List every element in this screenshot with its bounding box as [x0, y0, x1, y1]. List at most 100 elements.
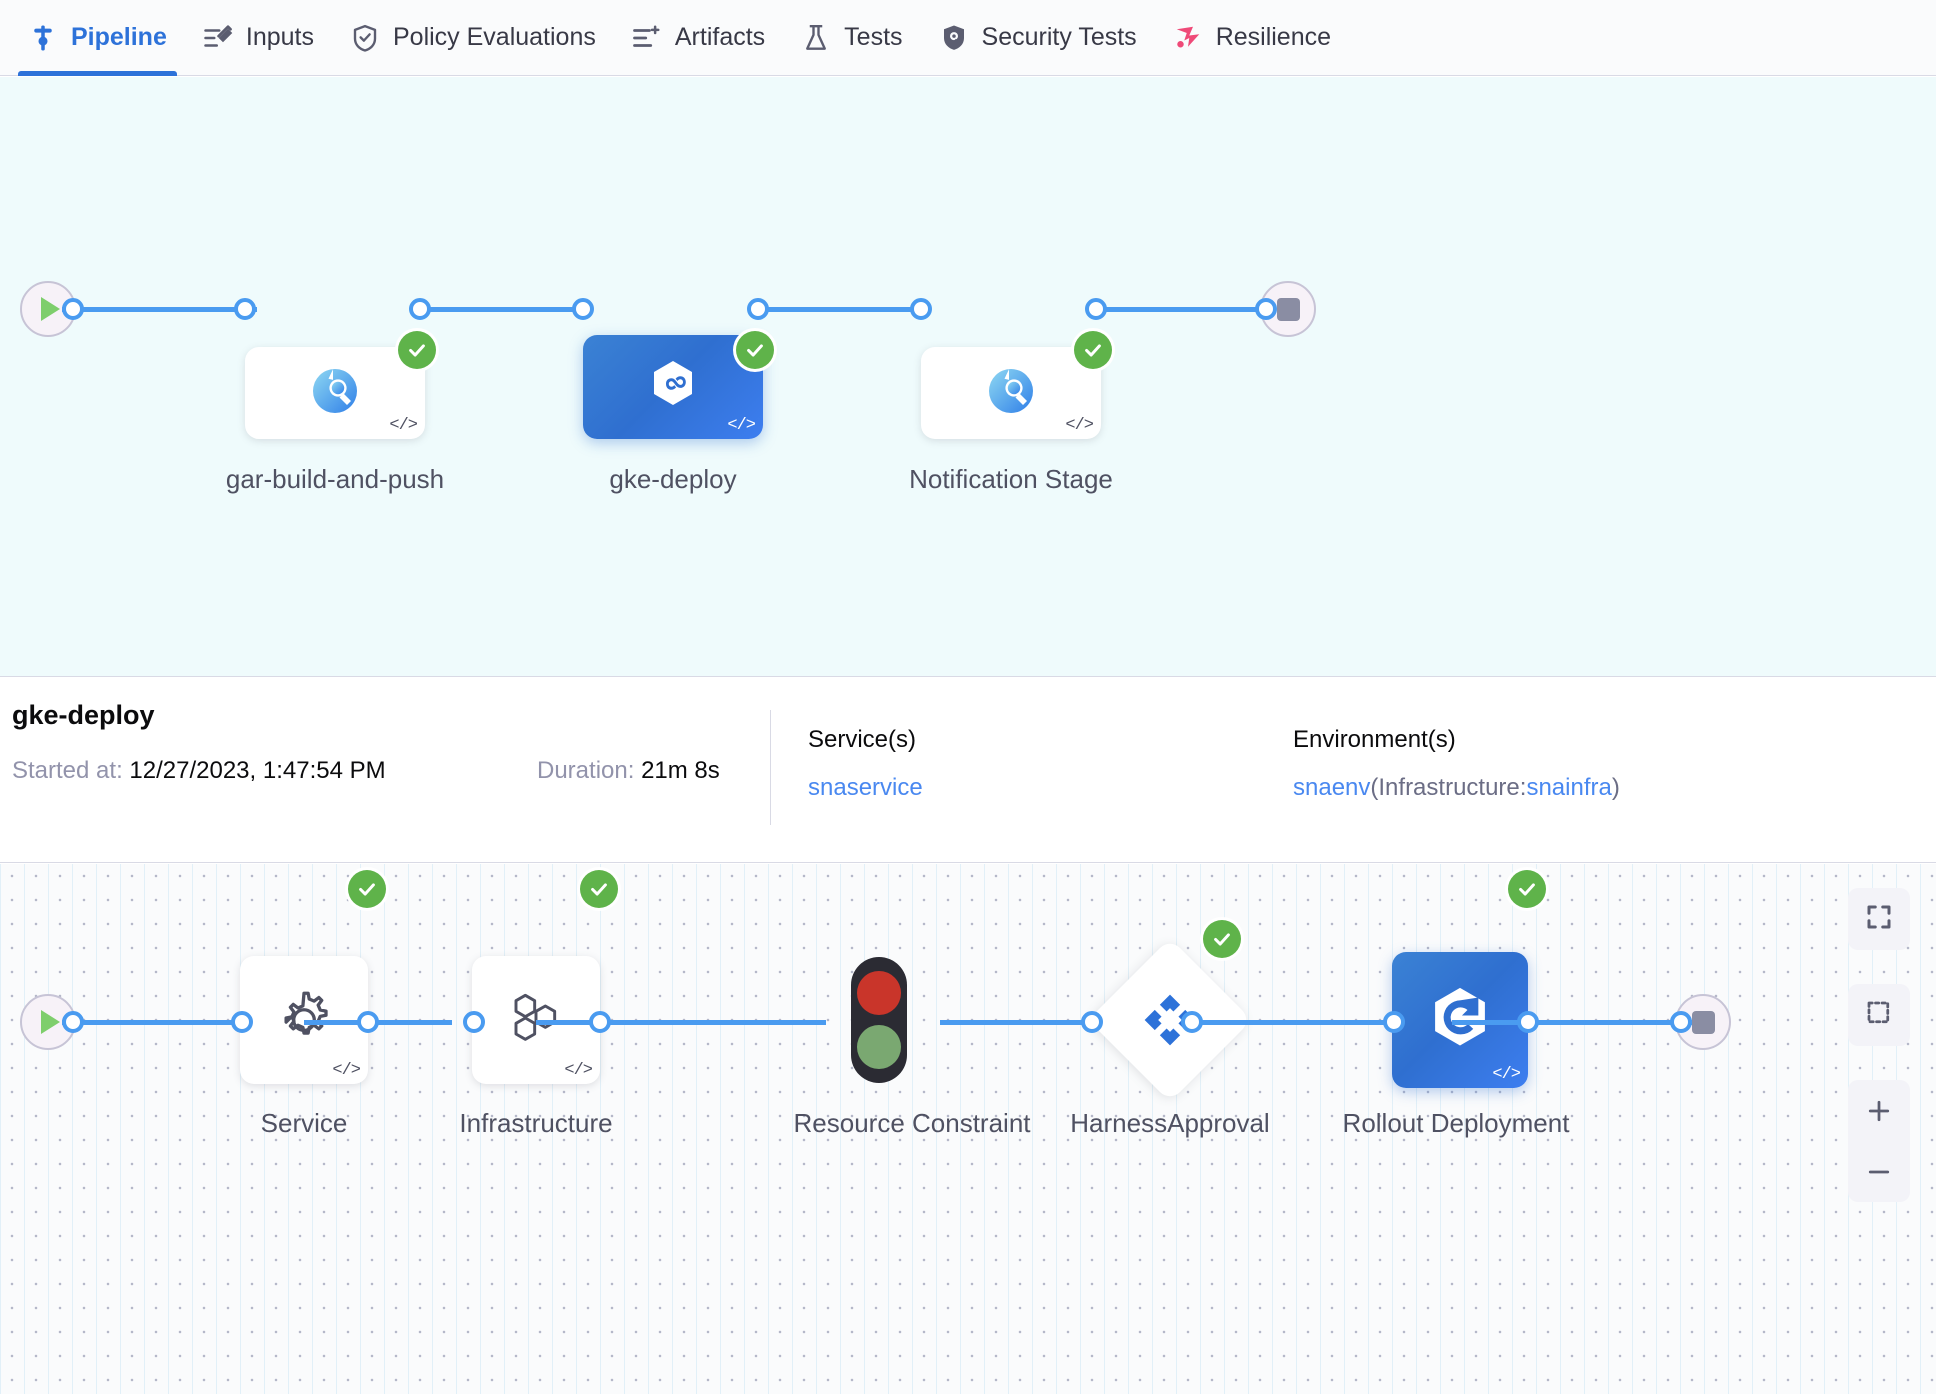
- inputs-icon: [203, 23, 233, 53]
- zoom-buttons-group: [1848, 1080, 1910, 1202]
- status-badge-success: [348, 870, 386, 908]
- select-area-button[interactable]: [1848, 984, 1910, 1046]
- stage-out-port: [747, 298, 769, 320]
- step-label: HarnessApproval: [1070, 1108, 1270, 1138]
- resilience-icon: [1173, 23, 1203, 53]
- environment-link[interactable]: snaenv: [1293, 774, 1371, 801]
- play-icon: [41, 297, 60, 321]
- yaml-code-icon[interactable]: </>: [1065, 416, 1094, 435]
- pipeline-stage-graph[interactable]: </> gar-build-and-push </> gke-deploy: [0, 77, 1936, 677]
- gcp-build-icon: [309, 365, 361, 422]
- pipeline-tab-bar: Pipeline Inputs Policy Evaluations Artif…: [0, 0, 1936, 76]
- step-out-port: [1181, 1011, 1203, 1033]
- stage-in-port: [910, 298, 932, 320]
- started-at-value: 12/27/2023, 1:47:54 PM: [129, 757, 386, 784]
- step-in-port: [231, 1011, 253, 1033]
- service-link[interactable]: snaservice: [808, 774, 923, 801]
- pipeline-icon: [28, 23, 58, 53]
- yaml-code-icon[interactable]: </>: [727, 416, 756, 435]
- stage-box[interactable]: </>: [583, 335, 763, 439]
- gear-icon: [271, 985, 337, 1056]
- gcp-build-icon: [985, 365, 1037, 422]
- duration-label: Duration:: [537, 757, 635, 784]
- zoom-out-button[interactable]: [1848, 1142, 1910, 1202]
- tab-label: Inputs: [245, 23, 314, 51]
- step-in-port: [1081, 1011, 1103, 1033]
- start-port: [62, 1011, 84, 1033]
- execution-step-graph[interactable]: </> Service </> Infrastructure: [0, 864, 1936, 1394]
- step-label: Service: [260, 1108, 348, 1138]
- yaml-code-icon[interactable]: </>: [1492, 1065, 1521, 1084]
- tab-tests[interactable]: Tests: [783, 0, 920, 76]
- tab-policy-evaluations[interactable]: Policy Evaluations: [332, 0, 614, 76]
- stage-box[interactable]: </>: [245, 347, 425, 439]
- stage-details-bar: [0, 678, 1936, 863]
- environments-column: Environment(s) snaenv(Infrastructure:sna…: [1293, 726, 1620, 802]
- step-label: Infrastructure: [459, 1108, 613, 1138]
- step-label: Resource Constraint: [793, 1108, 1031, 1138]
- policy-shield-icon: [350, 23, 380, 53]
- edge-stage1-to-stage2: [420, 307, 585, 312]
- edge-resource-constraint-to-approval: [940, 1020, 1090, 1025]
- yaml-code-icon[interactable]: </>: [332, 1061, 361, 1080]
- fit-screen-icon: [1864, 902, 1894, 937]
- step-out-port: [357, 1011, 379, 1033]
- play-icon: [41, 1010, 60, 1034]
- security-shield-icon: [939, 23, 969, 53]
- step-out-port: [1517, 1011, 1539, 1033]
- tab-label: Policy Evaluations: [392, 23, 596, 51]
- environments-header: Environment(s): [1293, 726, 1456, 753]
- status-badge-success: [1203, 920, 1241, 958]
- tab-label: Tests: [844, 23, 903, 51]
- infrastructure-suffix: ): [1611, 774, 1620, 801]
- hexagon-cluster-icon: [504, 986, 568, 1055]
- step-in-port: [1383, 1011, 1405, 1033]
- infrastructure-link[interactable]: snainfra: [1526, 774, 1612, 801]
- stage-label: gke-deploy: [609, 464, 737, 494]
- traffic-light-icon[interactable]: [848, 954, 910, 1091]
- step-out-port: [589, 1011, 611, 1033]
- started-at-row: Started at: 12/27/2023, 1:47:54 PM: [12, 757, 386, 785]
- started-at-label: Started at:: [12, 757, 123, 784]
- fit-to-screen-button[interactable]: [1848, 888, 1910, 950]
- edge-stage3-to-end: [1096, 307, 1276, 312]
- infrastructure-prefix: (Infrastructure:: [1370, 774, 1527, 801]
- tab-artifacts[interactable]: Artifacts: [614, 0, 783, 76]
- services-header: Service(s): [808, 726, 917, 753]
- tab-inputs[interactable]: Inputs: [185, 0, 332, 76]
- status-badge-success: [580, 870, 618, 908]
- start-port: [62, 298, 84, 320]
- tab-label: Artifacts: [674, 23, 766, 51]
- stage-label: Notification Stage: [909, 464, 1113, 494]
- status-badge-success: [1074, 331, 1112, 369]
- tab-resilience[interactable]: Resilience: [1155, 0, 1349, 76]
- tab-security-tests[interactable]: Security Tests: [921, 0, 1155, 76]
- details-divider: [770, 710, 771, 825]
- step-label: Rollout Deployment: [1342, 1108, 1570, 1138]
- stage-label: gar-build-and-push: [225, 464, 445, 494]
- edge-approval-to-rollout: [1192, 1020, 1392, 1025]
- yaml-code-icon[interactable]: </>: [564, 1061, 593, 1080]
- yaml-code-icon[interactable]: </>: [389, 416, 418, 435]
- status-badge-success: [1508, 870, 1546, 908]
- status-badge-success: [736, 331, 774, 369]
- tab-label: Resilience: [1215, 23, 1332, 51]
- dashed-select-icon: [1864, 998, 1894, 1033]
- stage-out-port: [409, 298, 431, 320]
- tab-pipeline[interactable]: Pipeline: [10, 0, 185, 76]
- artifacts-icon: [632, 23, 662, 53]
- stage-detail-title: gke-deploy: [12, 700, 155, 730]
- tab-label: Security Tests: [981, 23, 1137, 51]
- end-port: [1670, 1011, 1692, 1033]
- status-badge-success: [398, 331, 436, 369]
- duration-value: 21m 8s: [641, 757, 720, 784]
- stage-box[interactable]: </>: [921, 347, 1101, 439]
- tab-label: Pipeline: [71, 23, 167, 51]
- edge-rollout-to-end: [1452, 1020, 1692, 1025]
- duration-row: Duration: 21m 8s: [537, 757, 720, 785]
- stage-in-port: [234, 298, 256, 320]
- edge-start-to-stage1: [62, 307, 257, 312]
- edge-start-to-service: [62, 1020, 242, 1025]
- services-column: Service(s) snaservice: [808, 726, 923, 802]
- zoom-in-button[interactable]: [1848, 1081, 1910, 1141]
